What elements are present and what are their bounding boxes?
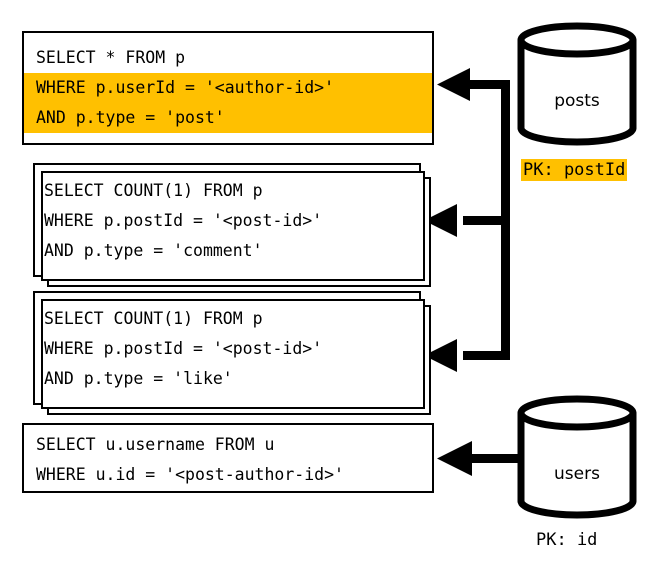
database-cylinder-users[interactable]: users <box>515 394 639 520</box>
query-line: WHERE p.postId = '<post-id>' <box>44 339 323 358</box>
users-arrow-line <box>470 454 520 463</box>
query-line: SELECT u.username FROM u <box>36 435 275 454</box>
query-line: SELECT COUNT(1) FROM p <box>44 309 263 328</box>
query-line: AND p.type = 'like' <box>44 369 233 388</box>
pk-label-posts: PK: postId <box>521 159 628 181</box>
cylinder-icon <box>517 395 637 519</box>
query-line: WHERE u.id = '<post-author-id>' <box>36 465 344 484</box>
query-line: WHERE p.postId = '<post-id>' <box>44 211 323 230</box>
posts-branch-2-line <box>463 216 508 225</box>
posts-branch-1-line <box>463 80 508 89</box>
query-line: AND p.type = 'comment' <box>44 241 263 260</box>
cylinder-icon <box>517 22 637 146</box>
posts-trunk-line <box>501 80 510 360</box>
pk-label-users: PK: id <box>536 530 598 550</box>
query-box-username[interactable]: SELECT u.username FROM u WHERE u.id = '<… <box>22 423 434 493</box>
posts-branch-1-arrowhead <box>437 68 470 101</box>
cylinder-label-posts: posts <box>554 91 600 111</box>
query-line: SELECT COUNT(1) FROM p <box>44 181 263 200</box>
query-line-highlighted: WHERE p.userId = '<author-id>' <box>24 73 432 103</box>
query-box-like-count[interactable]: SELECT COUNT(1) FROM p WHERE p.postId = … <box>33 291 431 415</box>
query-line-highlighted: AND p.type = 'post' <box>24 103 432 133</box>
query-box-comment-count[interactable]: SELECT COUNT(1) FROM p WHERE p.postId = … <box>33 163 431 287</box>
query-line: SELECT * FROM p <box>36 48 186 67</box>
posts-branch-3-line <box>463 351 508 360</box>
query-box-posts-by-author[interactable]: SELECT * FROM p WHERE p.userId = '<autho… <box>22 31 434 145</box>
cylinder-label-users: users <box>554 464 600 484</box>
users-arrowhead <box>437 441 472 476</box>
database-cylinder-posts[interactable]: posts <box>515 21 639 147</box>
